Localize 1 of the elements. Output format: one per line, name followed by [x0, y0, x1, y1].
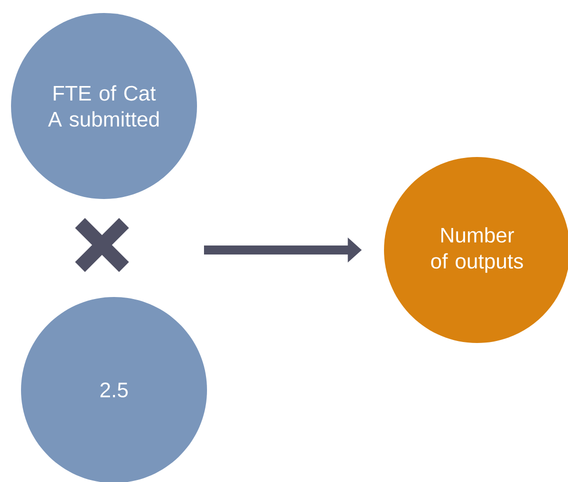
circle-node: FTE of Cat A submitted — [11, 13, 197, 199]
